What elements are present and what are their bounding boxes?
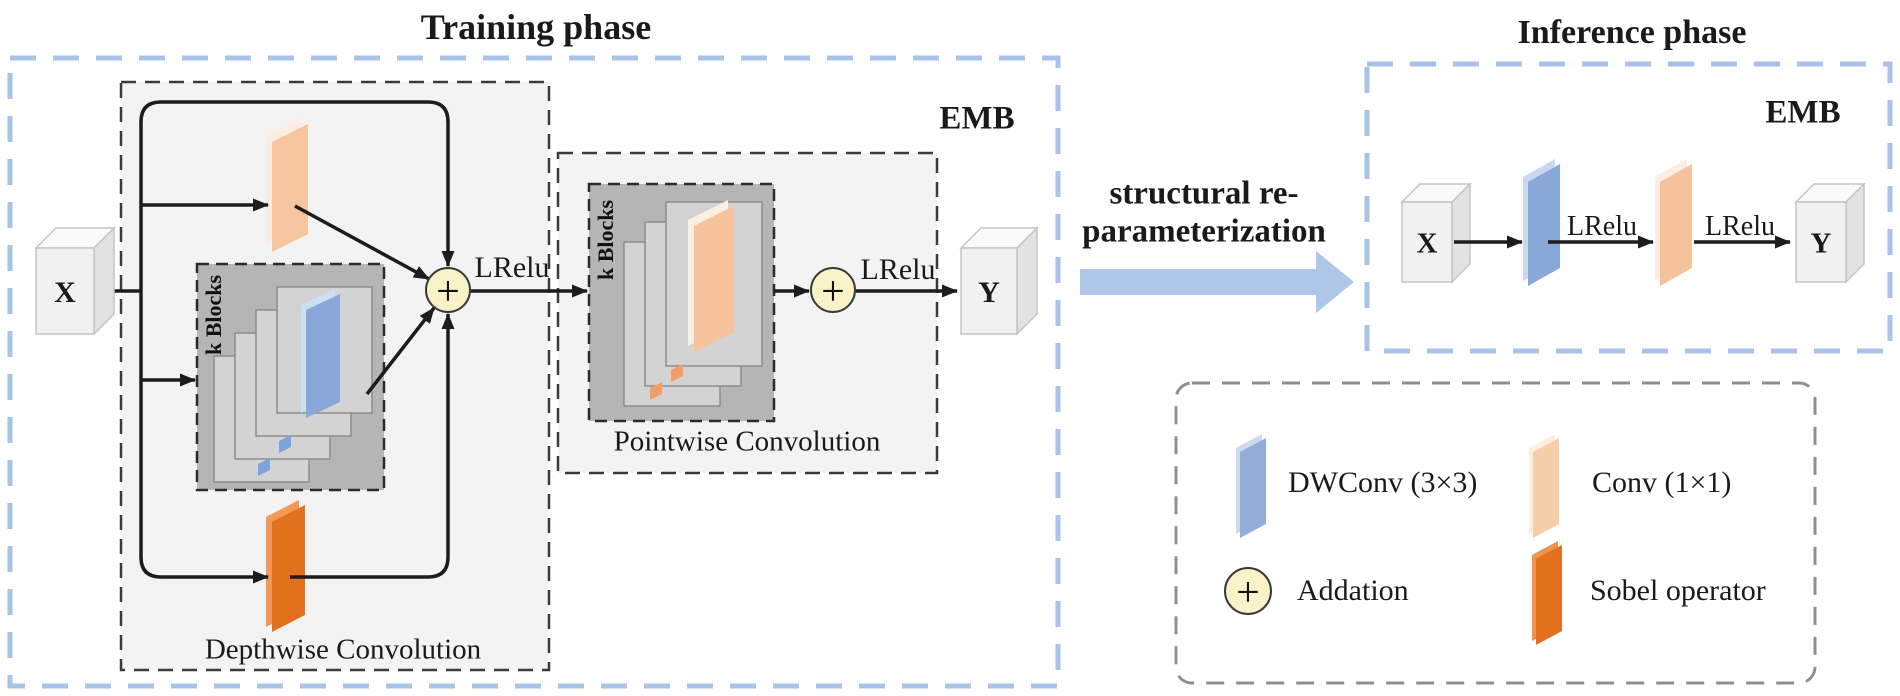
legend-addition-label: Addation <box>1297 574 1409 607</box>
training-phase-title: Training phase <box>420 7 652 47</box>
inference-dwconv-plate <box>1523 159 1560 286</box>
cube-side <box>1451 182 1471 284</box>
training-sobel-plate <box>266 500 305 632</box>
inference-lrelu2-label: LRelu <box>1705 211 1775 242</box>
inference-output-cube <box>1794 182 1866 284</box>
dwconv-plate-face <box>306 294 340 418</box>
reparameterization-label-line1: structural re- <box>1109 175 1299 212</box>
legend-sobel-swatch <box>1532 541 1562 645</box>
addition-circle-2 <box>810 267 856 313</box>
cube-side <box>1845 182 1865 284</box>
pointwise-convolution-label: Pointwise Convolution <box>613 425 881 458</box>
hidden-conv-sliver <box>650 382 662 400</box>
hidden-dwconv-sliver <box>279 435 291 453</box>
legend-conv-label: Conv (1×1) <box>1592 466 1732 499</box>
depthwise-kblocks-label: k Blocks <box>201 274 226 356</box>
conv-plate-face <box>1660 164 1692 286</box>
training-lrelu2-label: LRelu <box>860 253 936 286</box>
training-output-label: Y <box>978 276 1000 309</box>
cube-front <box>35 247 95 335</box>
plus-symbol-1: + <box>436 269 460 315</box>
inference-emb-label: EMB <box>1765 94 1841 131</box>
depthwise-convolution-label: Depthwise Convolution <box>204 633 482 666</box>
training-connectors <box>94 100 958 584</box>
training-input-label: X <box>54 276 76 309</box>
conv-plate-face <box>272 124 308 252</box>
inference-output-label: Y <box>1810 227 1832 260</box>
legend-dwconv-label: DWConv (3×3) <box>1288 466 1478 499</box>
inference-conv-plate <box>1655 159 1692 286</box>
sobel-plate-face <box>1536 545 1562 645</box>
cube-front <box>1401 201 1453 283</box>
conv-plate-face <box>1533 438 1559 538</box>
pointwise-kblocks-group <box>587 182 776 423</box>
reparameterization-arrow <box>1080 251 1354 313</box>
training-input-cube <box>34 226 116 336</box>
conv-plate-face <box>694 206 734 352</box>
legend-conv-swatch <box>1529 434 1559 538</box>
conv1x1-to-add-arrow <box>294 204 430 281</box>
inference-phase-box <box>1364 61 1893 354</box>
pointwise-conv-plate <box>688 200 734 352</box>
plus-symbol-2: + <box>821 269 845 315</box>
addition-circle-1 <box>425 267 471 313</box>
pointwise-kblocks-label: k Blocks <box>593 199 618 281</box>
dwconv-plate-face <box>1528 164 1560 286</box>
legend-addition-circle <box>1224 567 1272 615</box>
sobel-to-add-arrow <box>290 313 455 579</box>
sobel-plate-face <box>272 505 305 632</box>
legend-group: + <box>1174 381 1817 685</box>
cube-front <box>960 247 1018 335</box>
legend-sobel-label: Sobel operator <box>1590 574 1766 607</box>
training-phase-group: + + <box>7 55 1061 689</box>
inference-input-label: X <box>1416 227 1438 260</box>
inference-phase-title: Inference phase <box>1517 14 1747 51</box>
legend-plus-symbol: + <box>1236 570 1260 616</box>
dwconv-plate <box>301 289 340 418</box>
legend-box <box>1174 381 1817 685</box>
depthwise-kblocks-group <box>195 262 386 492</box>
inference-input-cube <box>1400 182 1472 284</box>
identity-skip-arrow <box>139 100 455 291</box>
cube-front <box>1795 201 1847 283</box>
training-output-cube <box>959 226 1039 336</box>
inference-phase-group <box>1364 61 1893 354</box>
kblocks-to-add-arrow <box>365 306 436 396</box>
training-phase-box <box>7 55 1061 689</box>
training-lrelu1-label: LRelu <box>474 251 550 284</box>
legend-dwconv-swatch <box>1236 434 1266 538</box>
reparameterization-label-line2: parameterization <box>1082 213 1326 250</box>
dwconv-plate-face <box>1240 438 1266 538</box>
sobel-input-arrow <box>139 291 269 584</box>
hidden-dwconv-sliver <box>258 458 270 476</box>
inference-lrelu1-label: LRelu <box>1567 211 1637 242</box>
training-conv1x1-plate <box>266 118 308 252</box>
training-emb-label: EMB <box>939 100 1015 137</box>
hidden-conv-sliver <box>671 364 683 382</box>
